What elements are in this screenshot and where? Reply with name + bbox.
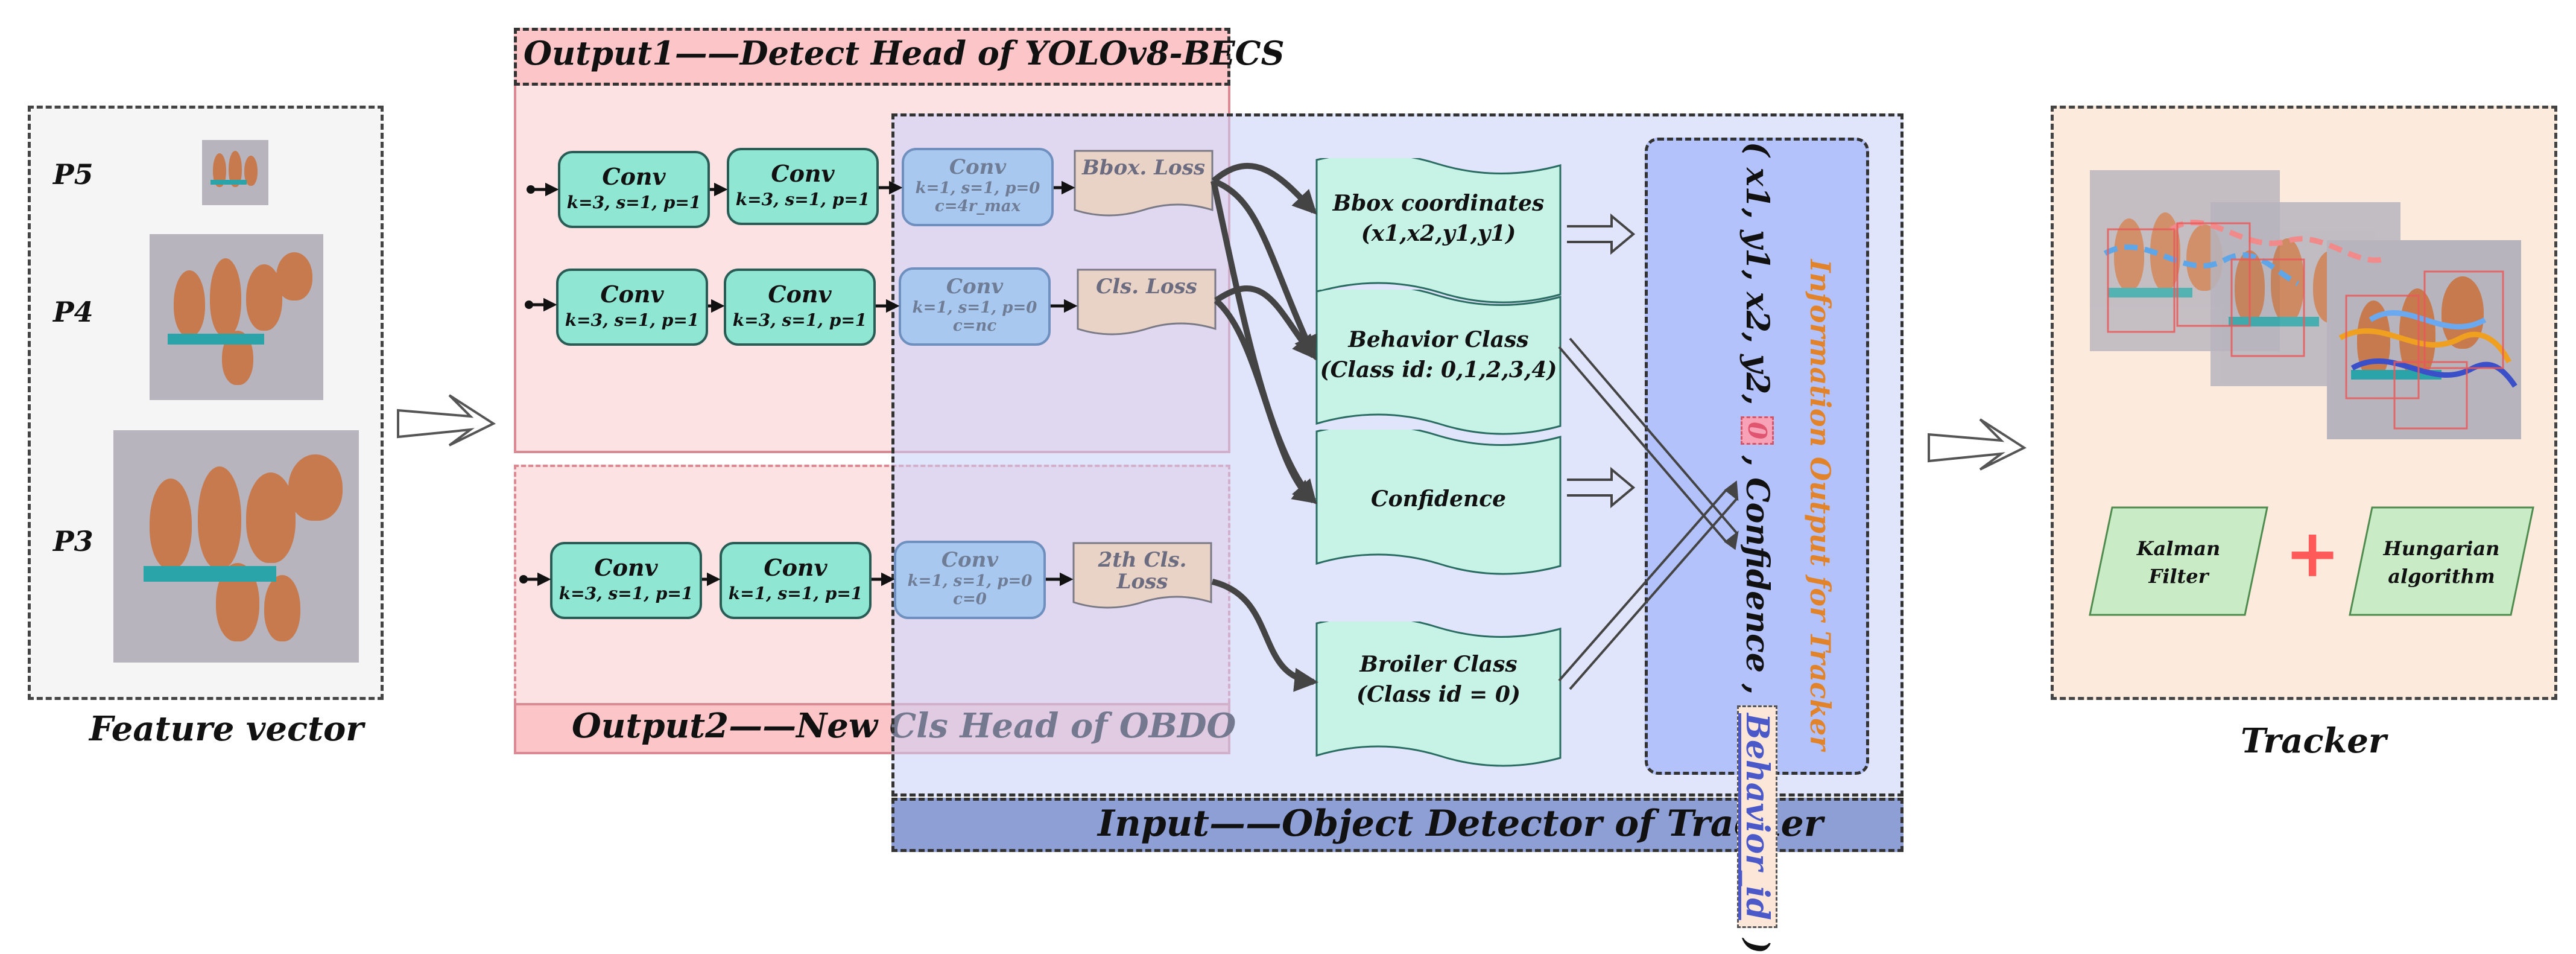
zero-badge: 0 <box>1741 416 1774 445</box>
level-label-p3: P3 <box>53 525 93 558</box>
feature-vector-caption: Feature vector <box>89 709 364 749</box>
info-sequence: ( x1, y1, x2, y2, 0 , Confidence , Behav… <box>1736 142 1778 954</box>
second-cls-loss: 2th Cls. Loss <box>1072 542 1212 609</box>
broiler-class-output: Broiler Class(Class id = 0) <box>1315 622 1562 772</box>
feature-map-p4 <box>150 234 323 400</box>
cls-loss: Cls. Loss <box>1077 269 1217 335</box>
input-bar-title: Input——Object Detector of Tracker <box>1098 803 1823 845</box>
bbox-coordinates-output: Bbox coordinates(x1,x2,y1,y1) <box>1315 158 1562 309</box>
level-label-p4: P4 <box>53 296 93 328</box>
tracker-caption: Tracker <box>2241 721 2387 761</box>
behavior-class-output: Behavior Class(Class id: 0,1,2,3,4) <box>1315 290 1562 440</box>
input-bar <box>891 798 1904 852</box>
feature-map-p3 <box>113 430 359 663</box>
behavior-id-badge: Behavior_id <box>1737 705 1777 928</box>
level-label-p5: P5 <box>53 158 93 191</box>
feature-map-p5 <box>202 140 268 205</box>
plus-sign: + <box>2285 514 2341 592</box>
confidence-output: Confidence <box>1315 430 1562 580</box>
output1-title: Output1——Detect Head of YOLOv8-BECS <box>524 34 1285 72</box>
bbox-loss: Bbox. Loss <box>1074 150 1214 217</box>
frame-3 <box>2327 240 2521 439</box>
output1-title-bar <box>514 28 1230 86</box>
info-output-label: Information Output for Tracker <box>1804 259 1837 751</box>
